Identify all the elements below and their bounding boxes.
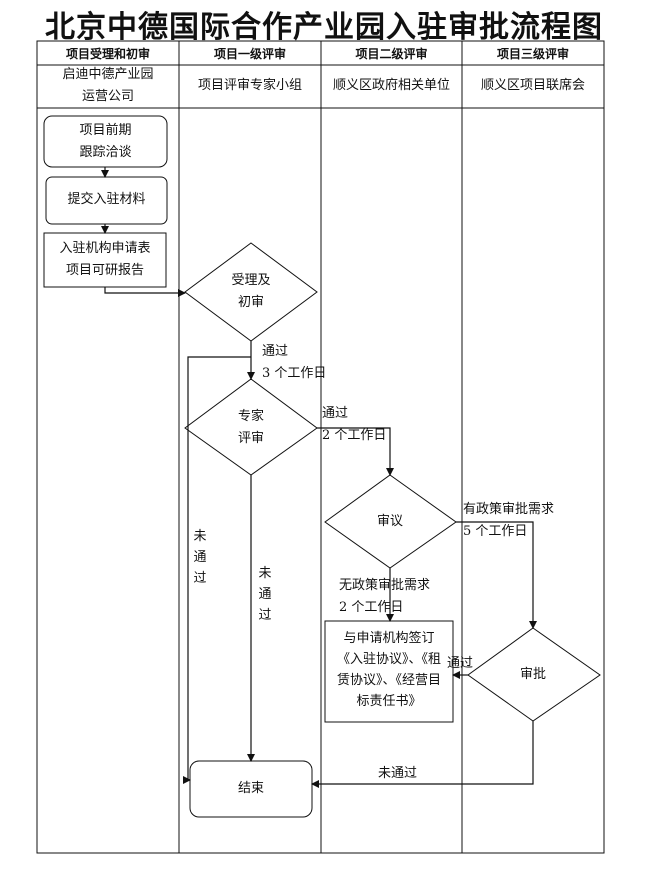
label-pass-expert: 通过 2 个工作日 xyxy=(322,403,386,447)
page-title: 北京中德国际合作产业园入驻审批流程图 xyxy=(45,10,603,45)
label-fail-initial-char-1: 未 xyxy=(193,529,207,544)
decision-expert-line-1: 专家 xyxy=(237,409,264,424)
decision-initial-line-1: 受理及 xyxy=(231,273,271,288)
lane-role-1-line-2: 运营公司 xyxy=(81,89,134,104)
label-fail-expert-char-3: 过 xyxy=(258,608,272,623)
label-fail-expert-char-1: 未 xyxy=(258,566,272,581)
arrow-approval-fail xyxy=(311,721,534,788)
label-pass-expert-line-1: 通过 xyxy=(322,406,349,421)
label-fail-expert-char-2: 通 xyxy=(258,587,272,602)
decision-initial-line-2: 初审 xyxy=(237,295,264,310)
node-agreement-line-1: 与申请机构签订 xyxy=(343,631,435,646)
label-fail-initial-char-3: 过 xyxy=(193,571,207,586)
label-policy-no-line-2: 2 个工作日 xyxy=(339,600,404,615)
node-followup-text: 项目前期 跟踪洽谈 xyxy=(44,120,167,164)
label-pass-initial-line-2: 3 个工作日 xyxy=(262,366,327,381)
label-pass-initial: 通过 3 个工作日 xyxy=(262,341,326,385)
lane-header-3: 项目二级评审 xyxy=(355,47,428,61)
node-agreement-box xyxy=(324,620,454,723)
lane-role-3: 顺义区政府相关单位 xyxy=(332,78,450,93)
label-policy-yes-line-2: 5 个工作日 xyxy=(463,524,528,539)
lane-role-2: 项目评审专家小组 xyxy=(197,78,302,93)
lane-role-4: 顺义区项目联席会 xyxy=(480,78,585,93)
label-fail-expert: 未 通 过 xyxy=(257,563,273,626)
lane-role-1-line-1: 启迪中德产业园 xyxy=(62,67,154,82)
arrow-initial-fail xyxy=(183,356,251,784)
label-fail-initial: 未 通 过 xyxy=(192,526,208,589)
node-application-box xyxy=(43,232,167,288)
node-application-line-1: 入驻机构申请表 xyxy=(59,241,151,256)
node-agreement-line-4: 标责任书》 xyxy=(356,694,422,709)
node-agreement-line-3: 赁协议》、《经营目 xyxy=(336,673,441,688)
label-pass-approval: 通过 xyxy=(447,656,474,671)
decision-deliberation-text: 审议 xyxy=(376,514,403,529)
node-agreement-text: 与申请机构签订 《入驻协议》、《租 赁协议》、《经营目 标责任书》 xyxy=(325,628,453,712)
arrow-application-to-initial xyxy=(104,287,186,297)
label-policy-no-line-1: 无政策审批需求 xyxy=(339,578,431,593)
label-policy-yes-line-1: 有政策审批需求 xyxy=(463,502,555,517)
decision-expert-text: 专家 评审 xyxy=(211,406,291,450)
label-fail-initial-char-2: 通 xyxy=(193,550,207,565)
node-followup-line-2: 跟踪洽谈 xyxy=(79,145,132,160)
node-submit-text: 提交入驻材料 xyxy=(67,192,146,207)
node-followup-line-1: 项目前期 xyxy=(79,123,132,138)
arrow-deliberation-to-approval xyxy=(456,521,537,629)
label-pass-initial-line-1: 通过 xyxy=(262,344,289,359)
label-policy-no: 无政策审批需求 2 个工作日 xyxy=(339,575,430,619)
lane-header-4: 项目三级评审 xyxy=(496,47,569,61)
decision-expert-line-2: 评审 xyxy=(237,431,264,446)
arrow-expert-to-deliberation xyxy=(317,427,394,476)
decision-approval-text: 审批 xyxy=(519,667,546,682)
lane-header-2: 项目一级评审 xyxy=(213,47,286,61)
label-fail-approval: 未通过 xyxy=(378,766,418,781)
node-application-text: 入驻机构申请表 项目可研报告 xyxy=(44,238,166,282)
lane-header-1: 项目受理和初审 xyxy=(65,47,150,61)
lane-role-1: 启迪中德产业园 运营公司 xyxy=(37,64,179,108)
end-node-text: 结束 xyxy=(237,781,264,796)
node-application-line-2: 项目可研报告 xyxy=(65,263,144,278)
label-policy-yes: 有政策审批需求 5 个工作日 xyxy=(463,499,554,543)
label-pass-expert-line-2: 2 个工作日 xyxy=(322,428,387,443)
node-agreement-line-2: 《入驻协议》、《租 xyxy=(336,652,441,667)
decision-initial-text: 受理及 初审 xyxy=(211,270,291,314)
